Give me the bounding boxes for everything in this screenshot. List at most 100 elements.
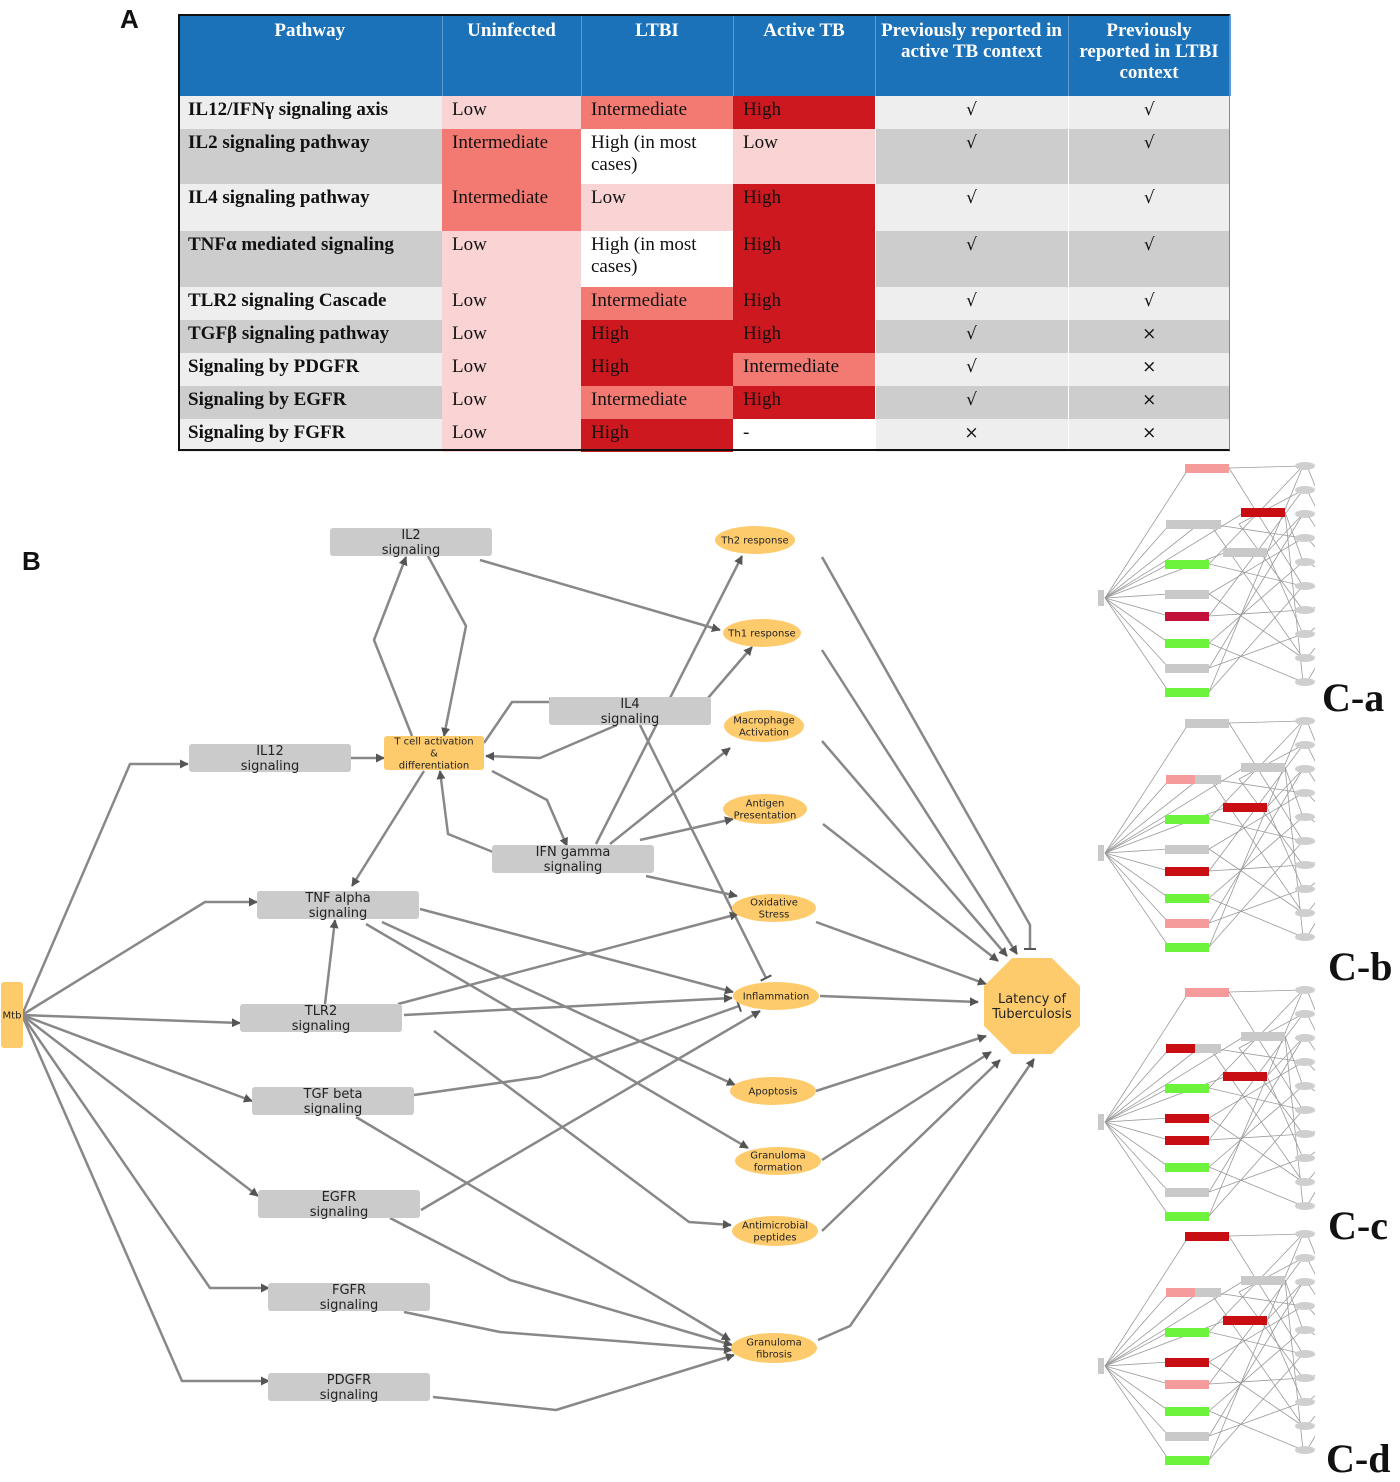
mini-edge <box>1104 1121 1170 1168</box>
edge-mtb-to-tgf <box>21 1013 253 1103</box>
mini-edge <box>1209 778 1304 794</box>
node-shape-ox <box>732 894 816 922</box>
mini-edge <box>1306 627 1315 635</box>
node-label-th2: Th2 response <box>720 536 788 547</box>
node-shape-macro <box>724 710 804 742</box>
mini-edge <box>1284 511 1304 563</box>
node-label-tcell: T cell activation&differentiation <box>393 737 473 772</box>
mini-edge <box>1284 511 1304 683</box>
pathway-name-cell: Signaling by EGFR <box>178 386 442 419</box>
mini-edge <box>1104 1087 1170 1123</box>
mini-network-c-b <box>1098 717 1315 952</box>
node-shape-tnf <box>257 891 419 919</box>
edge-tlr2-to-ox <box>397 911 739 1006</box>
mini-pathway-node-green <box>1165 943 1209 952</box>
node-shape-latency <box>984 958 1080 1054</box>
mini-edge <box>1104 551 1228 599</box>
edge-tgf-to-infl <box>413 1004 740 1097</box>
mini-pathway-node-red <box>1165 1114 1209 1123</box>
mini-edge <box>1266 1281 1304 1321</box>
active-tb-level-cell: High <box>733 184 875 231</box>
mini-edge <box>1208 897 1304 938</box>
mini-outcome-node <box>1295 1058 1315 1066</box>
node-th1: Th1 response <box>723 619 801 647</box>
mini-pathway-node-gray <box>1195 775 1221 784</box>
mini-pathway-node-green <box>1165 639 1209 648</box>
mini-edges <box>1104 1233 1315 1461</box>
mini-edge <box>1306 902 1315 914</box>
mini-edge <box>1104 1365 1170 1385</box>
mini-edge <box>1208 816 1304 899</box>
mini-pathway-node-green <box>1165 815 1209 824</box>
pathway-activity-table: Pathway Uninfected LTBI Active TB Previo… <box>178 14 1231 452</box>
ltbi-context-mark-cell: × <box>1067 419 1230 452</box>
uninfected-level-cell: Low <box>442 320 581 353</box>
mini-source-node <box>1098 845 1104 861</box>
ltbi-context-mark-cell: √ <box>1067 96 1230 129</box>
mini-edge <box>1104 818 1170 854</box>
node-shape-tlr2 <box>240 1004 402 1032</box>
mini-edge <box>1208 1133 1304 1141</box>
edge-granf-to-latency <box>821 1050 992 1162</box>
node-shape-th1 <box>723 619 801 647</box>
edge-ifng-to-macro <box>609 747 731 845</box>
active-context-mark-cell: √ <box>874 231 1068 287</box>
mini-edge <box>1104 778 1200 854</box>
mini-pathway-node-green <box>1165 1456 1209 1465</box>
mini-pathway-node-red <box>1166 1044 1210 1053</box>
mini-edge <box>1104 1121 1170 1193</box>
mini-outcome-node <box>1295 1350 1315 1358</box>
mini-outcome-node <box>1295 1254 1315 1262</box>
mini-pathway-node-gray <box>1165 664 1209 673</box>
node-label-infl: Inflammation <box>743 992 809 1003</box>
ltbi-level-cell: Intermediate <box>581 96 733 129</box>
mini-source-node <box>1098 1114 1104 1130</box>
edge-egfr-to-infl <box>420 1009 761 1212</box>
mini-outcome-node <box>1295 1178 1315 1186</box>
ltbi-level-cell: Low <box>581 184 733 231</box>
edge-mtb-to-fgfr <box>20 1014 270 1293</box>
mini-edge <box>1208 1085 1304 1168</box>
panel-label-a: A <box>120 4 139 34</box>
mini-edge <box>1306 989 1315 1011</box>
mini-edge <box>1209 1047 1304 1063</box>
mini-edge <box>1208 563 1304 587</box>
mini-edge <box>1104 848 1170 854</box>
mini-edge <box>1284 1035 1304 1207</box>
mini-edge <box>1208 1037 1304 1193</box>
mini-pathway-node-gray <box>1241 763 1285 772</box>
mini-pathway-node-pink <box>1185 464 1229 473</box>
mini-outcome-node <box>1295 909 1315 917</box>
ltbi-context-mark-cell: × <box>1067 386 1230 419</box>
mini-edge <box>1208 792 1304 850</box>
mini-edge <box>1104 597 1170 693</box>
pathway-name-cell: TGFβ signaling pathway <box>178 320 442 353</box>
mini-edge <box>1228 467 1304 587</box>
mini-edge <box>1104 467 1190 599</box>
edge-il2-to-th1 <box>479 558 721 633</box>
mini-pathway-node-red <box>1223 1072 1267 1081</box>
mini-outcome-node <box>1295 741 1315 749</box>
mini-outcome-node <box>1295 861 1315 869</box>
mini-outcome-node <box>1295 1302 1315 1310</box>
edge-ifng-to-antigen <box>639 816 734 842</box>
mini-outcome-node <box>1295 1278 1315 1286</box>
mini-source-node <box>1098 590 1104 606</box>
node-shape-il12 <box>189 744 351 772</box>
active-context-mark-cell: √ <box>874 386 1068 419</box>
ltbi-level-cell: Intermediate <box>581 287 733 320</box>
mini-nodes <box>1098 462 1315 697</box>
edge-tgf-to-granfib <box>355 1115 731 1342</box>
network-edges <box>20 555 1036 1412</box>
panel-label-b: B <box>22 546 41 576</box>
mini-edge <box>1208 513 1304 669</box>
